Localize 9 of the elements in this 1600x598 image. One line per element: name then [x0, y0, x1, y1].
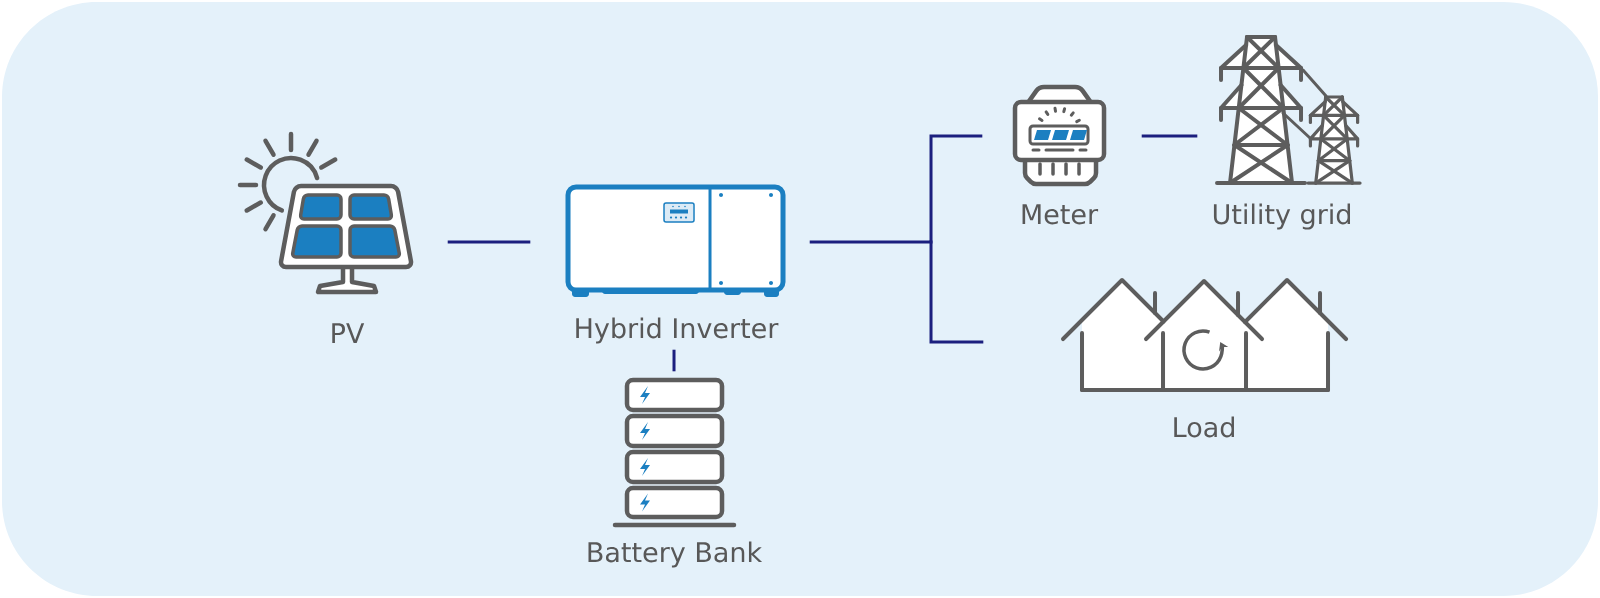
connector-line	[447, 240, 531, 244]
node-label: Utility grid	[1213, 203, 1350, 230]
node-label: Battery Bank	[588, 541, 763, 568]
connector-line	[672, 349, 676, 372]
node-label: Load	[1174, 416, 1234, 438]
node-label: Meter	[1022, 204, 1099, 225]
connector-line	[1141, 134, 1198, 138]
node-label: PV	[332, 323, 365, 343]
node-label: Hybrid Inverter	[576, 317, 779, 344]
